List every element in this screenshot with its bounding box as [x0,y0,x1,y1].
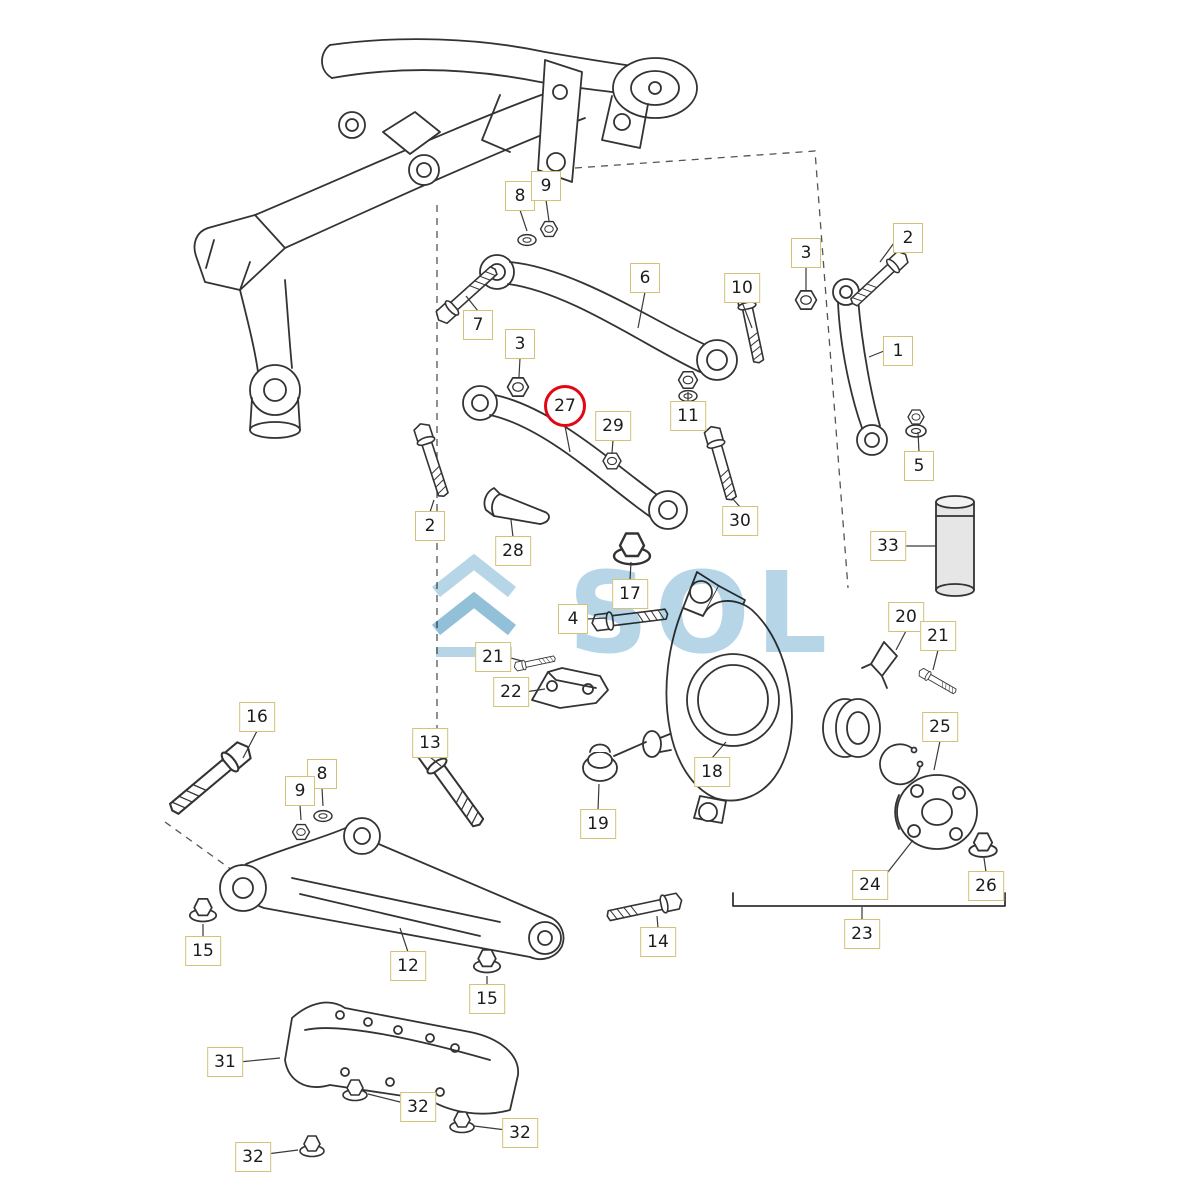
part-label-27: 27 [544,385,586,427]
part-label-20: 20 [888,602,924,632]
part-label-22: 22 [493,677,529,707]
wheel-bearing [822,698,881,758]
part-label-5: 5 [904,451,934,481]
part-label-18: 18 [694,757,730,787]
part-label-15-left: 15 [185,936,221,966]
part-label-17: 17 [612,579,648,609]
bracket-22 [531,667,609,709]
part-label-9-top: 9 [531,171,561,201]
part-label-9-bottom: 9 [285,776,315,806]
part-label-14: 14 [640,927,676,957]
part-label-28: 28 [495,536,531,566]
part-label-33: 33 [870,531,906,561]
part-label-6: 6 [630,263,660,293]
dashed-guides [164,150,849,871]
part-label-8-top: 8 [505,181,535,211]
part-label-21-right: 21 [920,621,956,651]
part-label-11: 11 [670,401,706,431]
part-label-2-left: 2 [415,511,445,541]
link-arm-1 [832,278,888,456]
part-label-23: 23 [844,919,880,949]
part-label-31: 31 [207,1047,243,1077]
part-label-2-topright: 2 [893,223,923,253]
watermark-text: SOL [568,549,833,679]
part-label-16: 16 [239,702,275,732]
part-label-30: 30 [722,506,758,536]
part-label-24: 24 [852,870,888,900]
clip-20 [861,641,898,689]
group-bracket-23 [732,892,1006,907]
part-label-3-right: 3 [791,238,821,268]
part-label-21-left: 21 [475,642,511,672]
part-label-15-mid: 15 [469,984,505,1014]
watermark-logo-chevron-top [431,553,517,598]
part-label-7: 7 [463,310,493,340]
leader-lines [202,199,987,1155]
link-arm-27 [462,385,688,530]
part-label-29: 29 [595,411,631,441]
wheel-hub-24 [894,774,978,850]
snap-ring [879,743,924,786]
part-label-32-b: 32 [502,1118,538,1148]
part-label-13: 13 [412,728,448,758]
subframe [193,38,698,439]
part-label-32-a: 32 [400,1092,436,1122]
part-label-32-c: 32 [235,1142,271,1172]
part-label-19: 19 [580,809,616,839]
watermark: SOL [431,549,833,679]
part-label-12: 12 [390,951,426,981]
part-label-3-mid: 3 [505,329,535,359]
part-label-25: 25 [922,712,958,742]
skid-plate-31 [284,1001,519,1115]
part-label-4: 4 [558,604,588,634]
part-label-10: 10 [724,273,760,303]
part-label-26: 26 [968,871,1004,901]
bushing-19 [582,741,647,782]
watermark-logo-chevron-mid [431,591,517,636]
clip-28 [483,487,550,525]
knuckle-18 [642,571,793,824]
part-label-1: 1 [883,336,913,366]
lower-arm-12 [219,817,565,960]
